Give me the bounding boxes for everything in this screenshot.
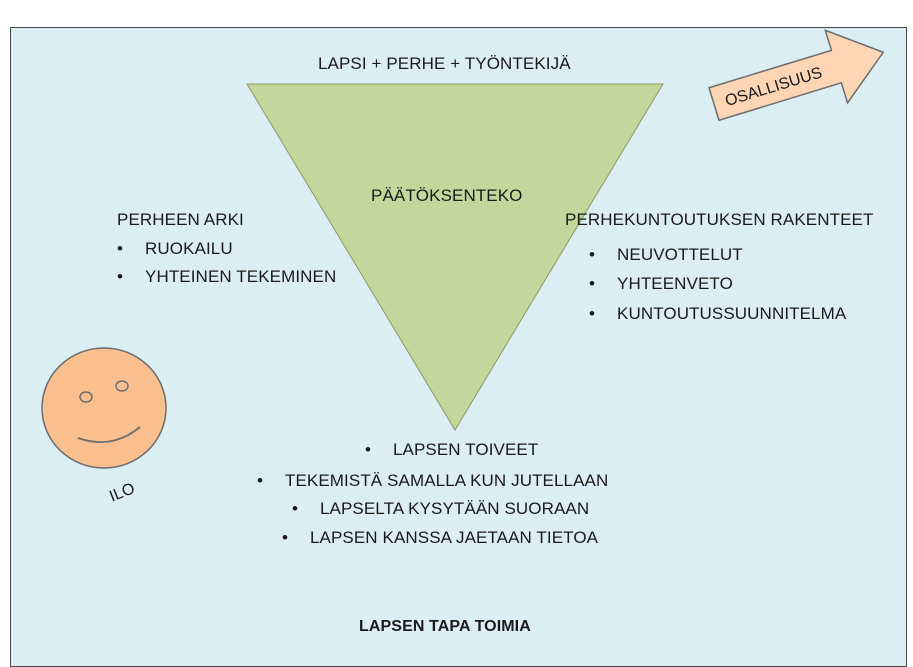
smiley-label: ILO xyxy=(107,480,137,505)
left-eye xyxy=(79,391,93,403)
right-item-text: NEUVOTTELUT xyxy=(617,245,743,264)
bullet-icon: • xyxy=(589,274,596,293)
bottom-item-text: TEKEMISTÄ SAMALLA KUN JUTELLAAN xyxy=(285,471,609,490)
bullet-icon: • xyxy=(282,528,289,547)
right-item-text: KUNTOUTUSSUUNNITELMA xyxy=(617,304,847,323)
bottom-list-item: • TEKEMISTÄ SAMALLA KUN JUTELLAAN xyxy=(257,472,608,489)
bottom-item-text: LAPSEN KANSSA JAETAAN TIETOA xyxy=(310,528,599,547)
bottom-list-item: • LAPSEN KANSSA JAETAAN TIETOA xyxy=(282,529,598,546)
bottom-list-item: • LAPSELTA KYSYTÄÄN SUORAAN xyxy=(292,500,589,517)
bullet-icon: • xyxy=(292,499,299,518)
smiley-face-icon xyxy=(41,347,167,469)
right-list-item: • YHTEENVETO xyxy=(589,275,733,292)
left-list-item: • YHTEINEN TEKEMINEN xyxy=(117,268,336,285)
bullet-icon: • xyxy=(257,471,264,490)
right-list-item: • NEUVOTTELUT xyxy=(589,246,743,263)
bullet-icon: • xyxy=(589,304,596,323)
right-item-text: YHTEENVETO xyxy=(617,274,733,293)
triangle-center-label: PÄÄTÖKSENTEKO xyxy=(371,186,523,205)
left-list-item: • RUOKAILU xyxy=(117,240,233,257)
right-list-item: • KUNTOUTUSSUUNNITELMA xyxy=(589,305,846,322)
left-item-text: YHTEINEN TEKEMINEN xyxy=(145,267,337,286)
smile-mouth xyxy=(77,426,141,444)
right-arrow-icon: OSALLISUUS xyxy=(708,28,885,122)
bottom-item-text: LAPSELTA KYSYTÄÄN SUORAAN xyxy=(320,499,590,518)
bottom-item-text: LAPSEN TOIVEET xyxy=(393,440,539,459)
right-block-heading: PERHEKUNTOUTUKSEN RAKENTEET xyxy=(565,210,874,229)
decision-triangle xyxy=(246,83,664,431)
footer-label: LAPSEN TAPA TOIMIA xyxy=(359,618,531,635)
right-eye xyxy=(115,380,129,392)
bullet-icon: • xyxy=(589,245,596,264)
left-block-heading: PERHEEN ARKI xyxy=(117,210,244,229)
left-item-text: RUOKAILU xyxy=(145,239,233,258)
triangle-top-label: LAPSI + PERHE + TYÖNTEKIJÄ xyxy=(318,54,571,73)
bullet-icon: • xyxy=(365,440,372,459)
bullet-icon: • xyxy=(117,239,124,258)
bottom-list-item: • LAPSEN TOIVEET xyxy=(365,441,538,458)
bullet-icon: • xyxy=(117,267,124,286)
